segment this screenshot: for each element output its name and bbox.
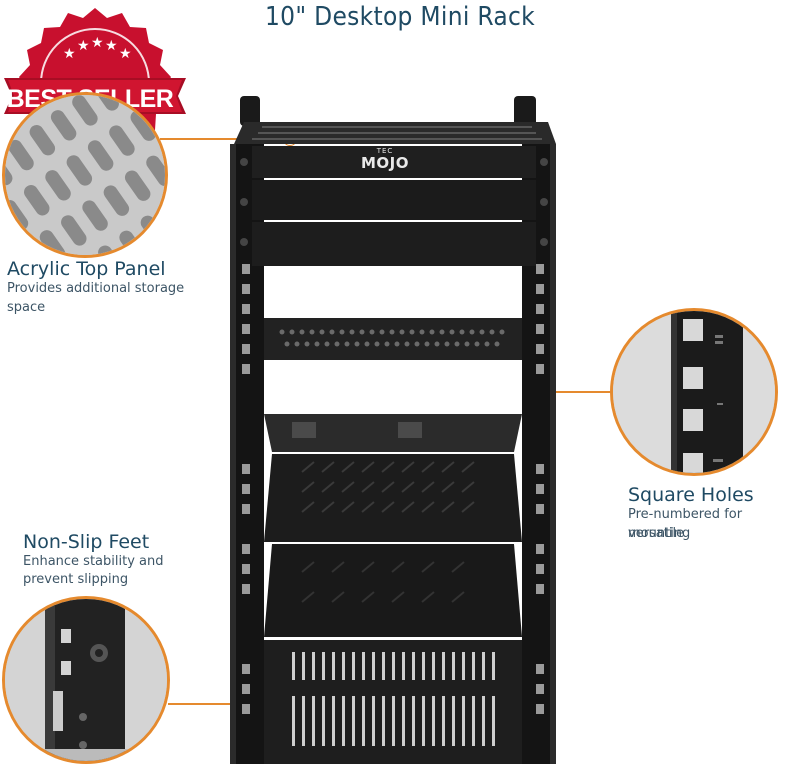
feet-connector [168, 703, 246, 705]
feet-desc-1: Enhance stability and [23, 554, 164, 569]
top-panel-desc-1: Provides additional storage [7, 281, 185, 296]
page-title: 10" Desktop Mini Rack [265, 2, 535, 32]
svg-text:★: ★ [105, 38, 118, 54]
top-panel-desc-2: space [7, 300, 46, 315]
brand-name: MOJO [360, 154, 409, 172]
feet-desc-2: prevent slipping [23, 572, 129, 587]
mini-rack [222, 92, 567, 768]
svg-text:★: ★ [63, 46, 76, 62]
square-holes-zoom [610, 308, 778, 476]
feet-zoom [2, 596, 170, 764]
feet-title: Non-Slip Feet [23, 531, 150, 553]
top-panel-title: Acrylic Top Panel [7, 258, 166, 280]
square-holes-desc-1: Pre-numbered for versatile [628, 507, 743, 541]
brand-logo: TEC MOJO [350, 147, 420, 172]
svg-text:★: ★ [119, 46, 132, 62]
square-holes-desc-2: mounting [628, 526, 691, 541]
rack-illustration [230, 96, 556, 764]
top-panel-connector [160, 138, 290, 140]
brand-prefix: TEC [376, 147, 394, 155]
svg-text:★: ★ [91, 35, 104, 51]
svg-text:★: ★ [77, 38, 90, 54]
square-holes-title: Square Holes [628, 484, 754, 506]
square-holes-connector [540, 391, 612, 393]
top-panel-zoom [2, 92, 168, 258]
